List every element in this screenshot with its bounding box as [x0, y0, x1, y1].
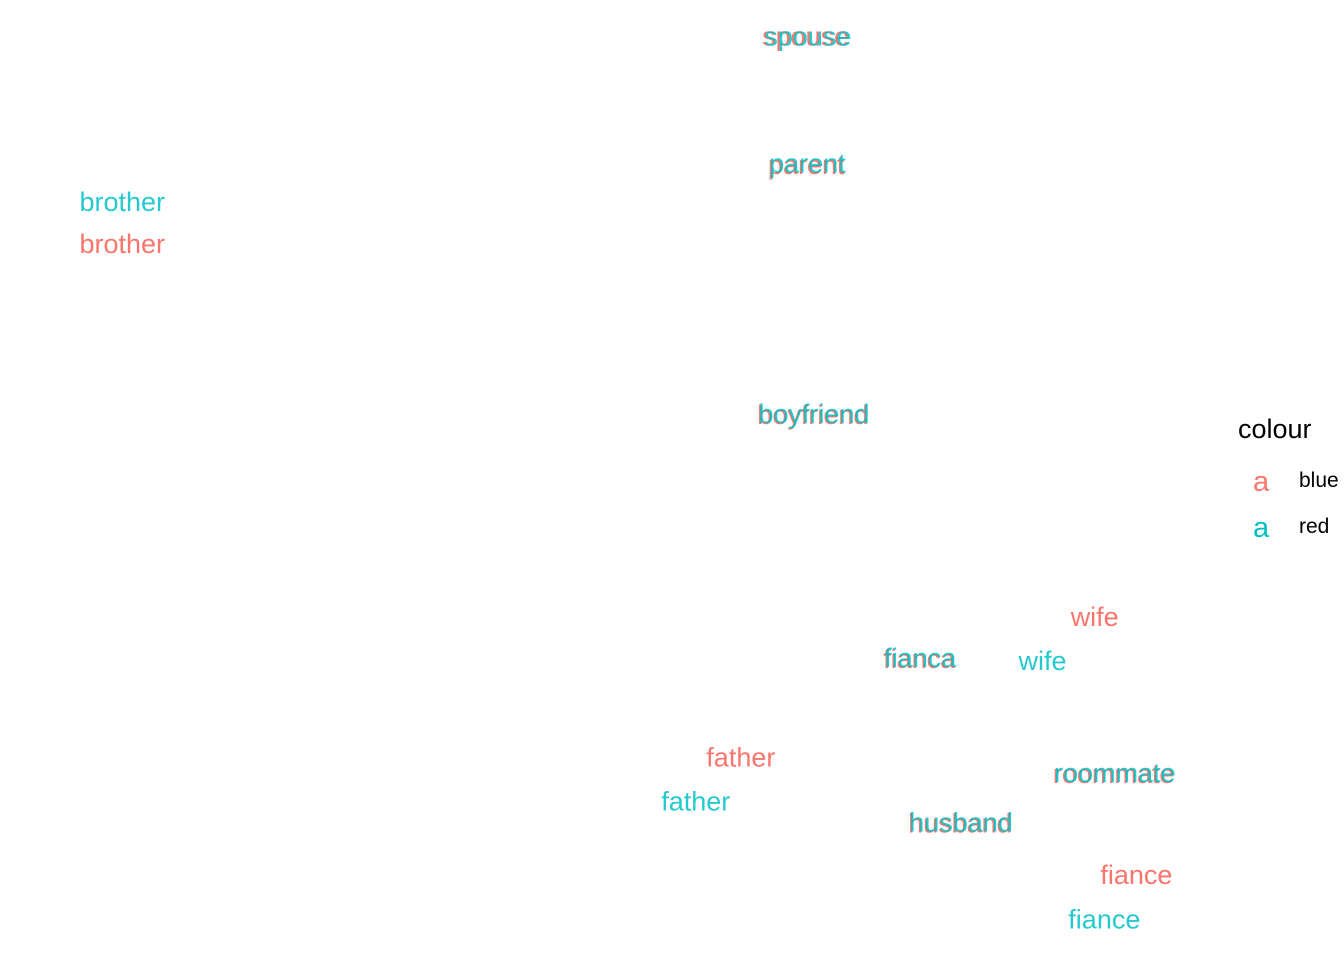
word-label-blue-fianca: fianca	[883, 644, 956, 674]
word-label-red-boyfriend: boyfriend	[759, 399, 870, 429]
word-label-red-parent: parent	[769, 148, 846, 178]
word-label-red-wife: wife	[1018, 646, 1067, 676]
legend-title: colour	[1238, 414, 1312, 444]
word-label-blue-parent: parent	[768, 150, 845, 180]
legend-label-red: red	[1299, 515, 1329, 538]
word-label-red-fianca: fianca	[884, 643, 957, 673]
word-label-blue-wife: wife	[1070, 602, 1119, 632]
data-labels-layer: brother wife father fiance spouse parent boyfr…	[80, 22, 1176, 935]
word-label-red-husband: husband	[909, 807, 1013, 837]
legend-key-red: a	[1253, 512, 1270, 544]
word-label-red-father: father	[661, 786, 730, 816]
legend-key-blue: a	[1253, 466, 1270, 498]
word-label-blue-roommate: roommate	[1053, 759, 1175, 789]
word-label-blue-husband: husband	[908, 808, 1012, 838]
legend-label-blue: blue	[1299, 469, 1339, 492]
word-label-blue-father: father	[706, 742, 775, 772]
word-label-blue-boyfriend: boyfriend	[757, 400, 868, 430]
word-label-blue-spouse: spouse	[762, 22, 849, 52]
word-label-blue-brother: brother	[80, 229, 166, 259]
word-label-red-spouse: spouse	[764, 22, 851, 52]
word-label-red-brother: brother	[80, 187, 166, 217]
word-label-red-fiance: fiance	[1068, 905, 1140, 935]
word-label-blue-fiance: fiance	[1100, 860, 1172, 890]
legend: colour a blue a red	[1238, 414, 1339, 544]
word-label-red-roommate: roommate	[1054, 758, 1176, 788]
